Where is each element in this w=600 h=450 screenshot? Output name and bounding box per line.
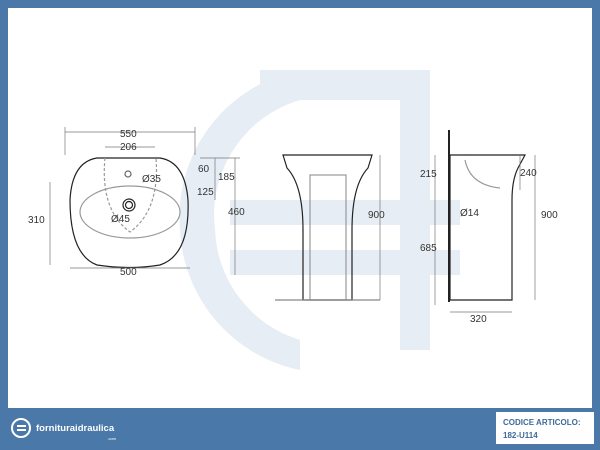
dim-310: 310: [28, 215, 45, 226]
article-code-box: CODICE ARTICOLO: 182-U114: [494, 410, 596, 446]
dim-side-waste: Ø14: [460, 208, 479, 219]
technical-drawing: 550 206 Ø35 Ø45 310 500 60 125 185 460 9…: [28, 70, 558, 370]
watermark-logo: [179, 70, 460, 370]
dim-125: 125: [197, 187, 214, 198]
brand-name: fornituraidraulica: [36, 422, 115, 434]
article-code-value: 182-U114: [503, 431, 538, 440]
dim-60: 60: [198, 164, 210, 175]
dim-206: 206: [120, 142, 137, 153]
dim-320: 320: [470, 314, 487, 325]
brand-icon: [11, 418, 31, 438]
pedestal-side-outline: [449, 154, 527, 301]
dim-240: 240: [520, 168, 537, 179]
dim-685: 685: [420, 243, 437, 254]
dim-waste: Ø45: [111, 214, 130, 225]
brand-suffix: .com: [107, 436, 116, 441]
dim-460: 460: [228, 207, 245, 218]
pedestal-front-outline: [282, 154, 373, 301]
dim-215: 215: [420, 169, 437, 180]
drawing-sheet: 550 206 Ø35 Ø45 310 500 60 125 185 460 9…: [8, 8, 592, 408]
dim-tap-hole: Ø35: [142, 174, 161, 185]
basin-top-outline: [69, 157, 189, 269]
brand-logo[interactable]: fornituraidraulica .com: [2, 409, 124, 447]
dim-550: 550: [120, 129, 137, 140]
dim-185: 185: [218, 172, 235, 183]
article-code-label: CODICE ARTICOLO:: [503, 418, 581, 427]
dim-front-900: 900: [368, 210, 385, 221]
dim-500: 500: [120, 267, 137, 278]
dim-side-900: 900: [541, 210, 558, 221]
